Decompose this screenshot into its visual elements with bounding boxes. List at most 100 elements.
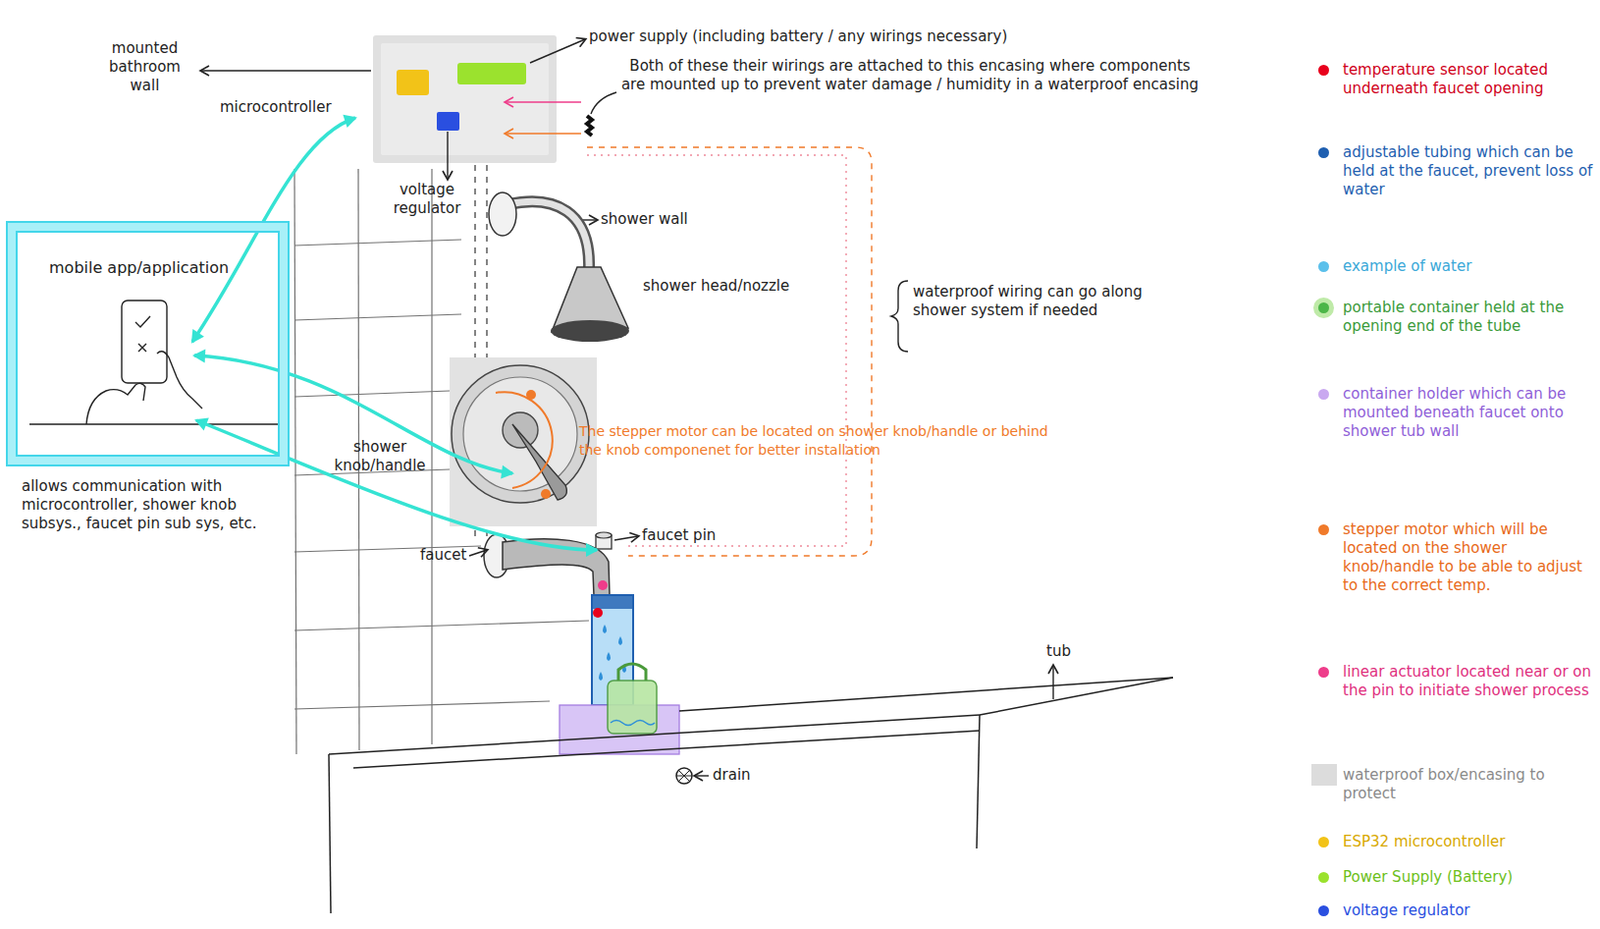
encasing (373, 35, 557, 163)
legend-text: voltage regulator (1342, 901, 1597, 920)
annotation: drain (712, 765, 792, 785)
annotation: tub (1046, 641, 1106, 661)
tub-rim (679, 677, 1174, 711)
legend-text: stepper motor which will be located on t… (1342, 520, 1597, 595)
drain-symbol (676, 767, 693, 784)
hand (86, 382, 146, 425)
legend-text: portable container held at the opening e… (1342, 298, 1597, 336)
stepper-motor-dot (540, 488, 551, 499)
annotation: shower wall (600, 210, 798, 229)
pointer-arrow (201, 69, 372, 71)
pointer-arrow (1052, 665, 1054, 699)
shower-arm (508, 201, 589, 269)
cross-mark (138, 343, 147, 352)
dashed-wire (586, 147, 872, 556)
leader-line (590, 92, 617, 114)
microcontroller-block (396, 69, 429, 96)
faucet (483, 532, 612, 595)
legend-swatch (1318, 64, 1330, 76)
check-mark (135, 316, 151, 327)
tile-line (294, 239, 462, 246)
drain-symbol (676, 769, 693, 782)
node-text: mobile app/application (49, 258, 275, 277)
tile-wall (294, 168, 589, 754)
wall-flange (488, 192, 517, 236)
waterproof-box (380, 43, 549, 156)
app-panel: mobile app/application (7, 222, 288, 465)
pointer-arrow (530, 39, 586, 63)
legend-swatch (1318, 871, 1330, 883)
portable-container (607, 680, 657, 734)
legend-swatch (1318, 524, 1330, 535)
tub-rim (353, 730, 980, 768)
container (559, 663, 680, 754)
pointer-arrow (505, 132, 582, 135)
hand (157, 351, 203, 409)
legend-text: linear actuator located near or on the p… (1342, 662, 1597, 700)
knob-plate (451, 365, 589, 503)
temperature-sensor-dot (592, 607, 603, 618)
battery-block (457, 62, 527, 85)
legend-text: Power Supply (Battery) (1342, 867, 1597, 887)
legend-swatch (1318, 302, 1330, 314)
annotation: microcontroller (219, 98, 358, 117)
phone (121, 300, 167, 383)
legend-swatch (1318, 905, 1330, 916)
brace (891, 280, 908, 352)
tube-collar (591, 594, 634, 609)
tile-line (294, 620, 589, 631)
annotation: allows communication with microcontrolle… (21, 477, 279, 534)
tile-line (294, 390, 450, 397)
knob-encasing (449, 357, 597, 527)
pointer-arrow (469, 549, 487, 556)
water-drop (602, 624, 607, 634)
legend-swatch (1318, 147, 1330, 159)
stepper-motor-dot (526, 389, 536, 400)
legend-swatch (1318, 666, 1330, 678)
water-drop (618, 636, 623, 645)
nozzle-face (550, 320, 630, 342)
tub-side (976, 714, 980, 849)
pointer-arrow (505, 101, 582, 104)
tub-side (328, 753, 331, 913)
annotation: mounted bathroom wall (98, 39, 192, 96)
annotation: shower head/nozzle (642, 276, 869, 296)
tile-line (430, 168, 432, 745)
knob-lever (512, 424, 567, 500)
annotation: power supply (including battery / any wi… (588, 27, 1198, 47)
legend-text: waterproof box/encasing to protect (1342, 765, 1597, 803)
annotation: waterproof wiring can go along shower sy… (912, 282, 1198, 320)
wireless-links (192, 117, 597, 550)
tub-rim (328, 714, 980, 754)
tile-line (294, 314, 462, 320)
legend-text: ESP32 microcontroller (1342, 832, 1597, 852)
pointer-arrow (694, 774, 709, 776)
waterproof-box (373, 35, 557, 163)
tile-line (294, 700, 550, 709)
legend-text: temperature sensor located underneath fa… (1342, 60, 1597, 99)
water-drop (598, 671, 603, 681)
legend-text: adjustable tubing which can be held at t… (1342, 143, 1597, 200)
legend-swatch (1318, 836, 1330, 848)
annotation: Both of these their wirings are attached… (620, 56, 1200, 95)
legend-swatch (1318, 261, 1330, 272)
water-drop (606, 651, 611, 661)
annotation: faucet pin (641, 526, 780, 545)
legend-text: example of water (1342, 257, 1597, 276)
legend-swatch (1318, 388, 1330, 400)
container-handle (618, 663, 646, 681)
legend-text: container holder which can be mounted be… (1342, 384, 1597, 441)
pointer-arrow (614, 535, 639, 540)
water-line (610, 720, 655, 726)
annotation: voltage regulator (384, 180, 470, 218)
legend-swatch (1311, 763, 1337, 786)
wire-connector (586, 115, 592, 136)
horizon-line (29, 423, 283, 425)
tub-rim (979, 677, 1174, 715)
annotation: faucet (420, 545, 499, 565)
tub (328, 677, 1174, 913)
shower-arm (508, 201, 589, 269)
dotted-wire (586, 155, 847, 546)
annotation: The stepper motor can be located on show… (579, 422, 1051, 460)
